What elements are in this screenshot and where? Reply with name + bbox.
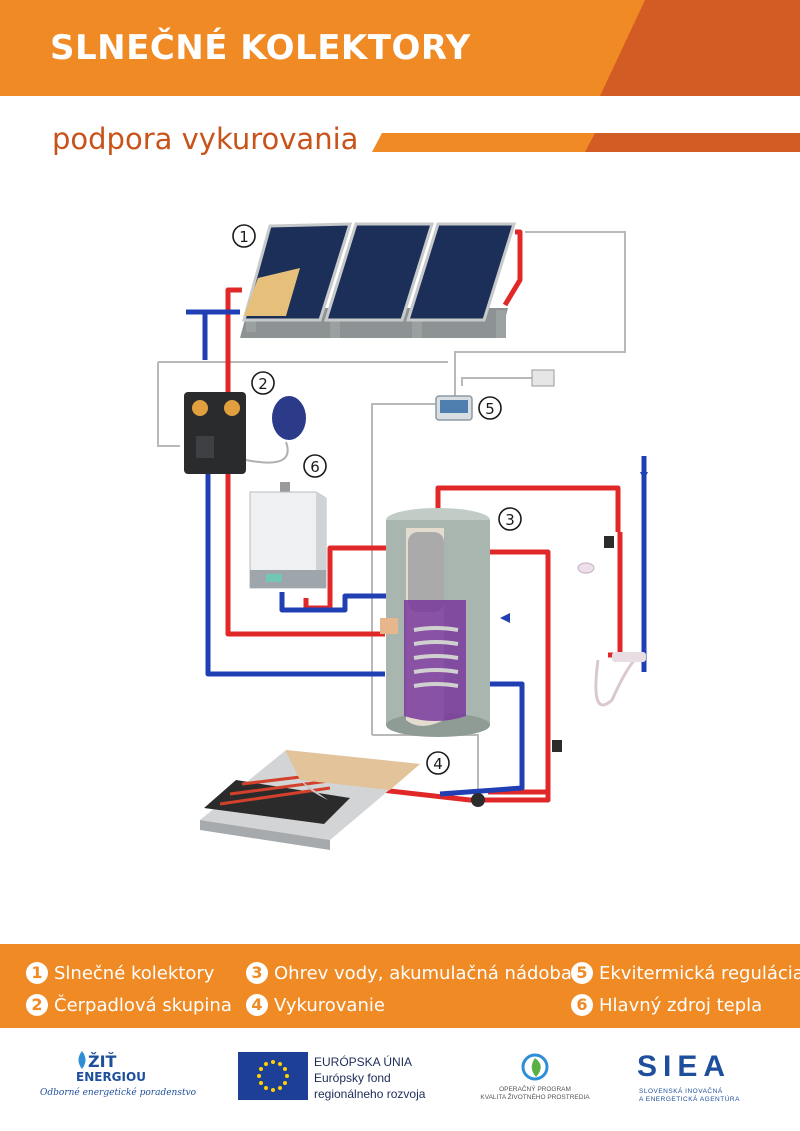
storage-tank: [380, 508, 490, 737]
marker-4-label: 4: [433, 755, 443, 773]
marker-6-label: 6: [310, 458, 320, 476]
legend-item-2: 2 Čerpadlová skupina: [26, 994, 232, 1016]
pump-group: [184, 392, 306, 474]
heating-system-diagram: 1 2 3 4 5 6: [157, 222, 648, 850]
legend-panel: 1 Slnečné kolektory 2 Čerpadlová skupina…: [0, 944, 800, 1028]
page-subtitle: podpora vykurovania: [52, 122, 359, 156]
legend-item-5: 5 Ekvitermická regulácia: [571, 962, 800, 984]
eu-text: EURÓPSKA ÚNIA Európsky fond regionálneho…: [314, 1054, 425, 1102]
legend-label-6: Hlavný zdroj tepla: [599, 994, 763, 1016]
op-line1: OPERAČNÝ PROGRAM: [499, 1086, 571, 1093]
solar-collectors: [240, 222, 517, 338]
siea-text: SLOVENSKÁ INOVAČNÁ A ENERGETICKÁ AGENTÚR…: [639, 1088, 740, 1104]
shower: [577, 562, 646, 707]
footer-logos: ŽIŤ ENERGIOU Odborné energetické poraden…: [0, 1028, 800, 1131]
legend-item-3: 3 Ohrev vody, akumulačná nádoba: [246, 962, 572, 984]
op-text: OPERAČNÝ PROGRAM KVALITA ŽIVOTNÉHO PROST…: [470, 1086, 600, 1102]
floor-heating: [200, 750, 420, 850]
legend-item-6: 6 Hlavný zdroj tepla: [571, 994, 762, 1016]
zit-energiou-logo: ŽIŤ ENERGIOU Odborné energetické poraden…: [40, 1050, 196, 1110]
boiler: [249, 482, 327, 589]
zit-line1: ŽIŤ: [88, 1052, 117, 1071]
marker-3-label: 3: [505, 511, 515, 529]
marker-6: 6: [303, 454, 327, 478]
legend-label-5: Ekvitermická regulácia: [599, 962, 800, 984]
eu-line3: regionálneho rozvoja: [314, 1087, 426, 1101]
control-wires: [157, 231, 626, 792]
legend-label-4: Vykurovanie: [274, 994, 385, 1016]
cold-inlet-arrow: [500, 472, 648, 623]
legend-item-4: 4 Vykurovanie: [246, 994, 385, 1016]
eu-line1: EURÓPSKA ÚNIA: [314, 1055, 413, 1069]
zit-line2: ENERGIOU: [76, 1070, 146, 1084]
op-line2: KVALITA ŽIVOTNÉHO PROSTREDIA: [480, 1094, 590, 1101]
legend-num-4: 4: [246, 994, 268, 1016]
marker-1: 1: [232, 224, 256, 248]
leaf-icon: [521, 1053, 549, 1081]
page-title: SLNEČNÉ KOLEKTORY: [50, 28, 471, 68]
marker-3: 3: [498, 507, 522, 531]
marker-2: 2: [251, 371, 275, 395]
op-kzp-logo: OPERAČNÝ PROGRAM KVALITA ŽIVOTNÉHO PROST…: [470, 1052, 600, 1112]
marker-5-label: 5: [485, 400, 495, 418]
subtitle-bar-accent: [585, 133, 800, 152]
siea-wordmark: SIEA: [637, 1050, 732, 1083]
legend-label-1: Slnečné kolektory: [54, 962, 215, 984]
marker-1-label: 1: [239, 228, 249, 246]
legend-item-1: 1 Slnečné kolektory: [26, 962, 214, 984]
zit-tagline: Odborné energetické poradenstvo: [40, 1088, 197, 1098]
legend-num-1: 1: [26, 962, 48, 984]
marker-4: 4: [426, 751, 450, 775]
drop-icon: [78, 1051, 86, 1069]
marker-5: 5: [478, 396, 502, 420]
siea-line2: A ENERGETICKÁ AGENTÚRA: [639, 1096, 740, 1103]
legend-num-5: 5: [571, 962, 593, 984]
siea-logo: SIEA SLOVENSKÁ INOVAČNÁ A ENERGETICKÁ AG…: [637, 1050, 767, 1110]
legend-label-2: Čerpadlová skupina: [54, 994, 232, 1016]
legend-num-3: 3: [246, 962, 268, 984]
eu-logo: EURÓPSKA ÚNIA Európsky fond regionálneho…: [238, 1052, 448, 1102]
cold-pipes: [186, 309, 647, 797]
marker-2-label: 2: [258, 375, 268, 393]
valves: [471, 536, 614, 807]
legend-label-3: Ohrev vody, akumulačná nádoba: [274, 962, 572, 984]
legend-num-2: 2: [26, 994, 48, 1016]
legend-num-6: 6: [571, 994, 593, 1016]
controller: [435, 369, 555, 421]
siea-line1: SLOVENSKÁ INOVAČNÁ: [639, 1088, 723, 1095]
eu-line2: Európsky fond: [314, 1071, 391, 1085]
eu-flag-icon: [238, 1052, 308, 1100]
header-banner: SLNEČNÉ KOLEKTORY: [0, 0, 800, 96]
